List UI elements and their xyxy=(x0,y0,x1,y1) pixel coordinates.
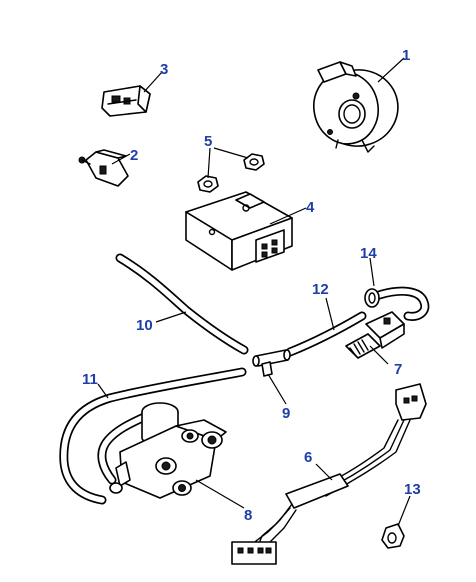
callout-6: 6 xyxy=(304,449,312,466)
part-8-valve-assembly xyxy=(109,402,227,499)
callout-10: 10 xyxy=(136,317,153,334)
part-5-nuts xyxy=(197,153,265,193)
part-2-bracket-connector xyxy=(78,149,129,187)
callout-3: 3 xyxy=(160,61,168,78)
part-3-connector-block xyxy=(101,85,151,117)
callout-14: 14 xyxy=(360,245,377,262)
callout-labels: 1 2 3 4 5 6 7 8 9 10 11 12 13 14 xyxy=(82,47,421,524)
part-4-control-unit xyxy=(185,191,293,271)
callout-11: 11 xyxy=(82,371,98,388)
callout-13: 13 xyxy=(404,481,421,498)
callout-12: 12 xyxy=(312,281,329,298)
callout-7: 7 xyxy=(394,361,402,378)
callout-2: 2 xyxy=(130,147,138,164)
part-10-hose xyxy=(115,253,249,355)
part-12-hose xyxy=(285,311,367,357)
part-14-pipe-grommet xyxy=(364,286,430,321)
part-9-t-connector xyxy=(252,349,291,377)
part-1-rotary-sensor xyxy=(313,61,399,153)
callout-9: 9 xyxy=(282,405,290,422)
part-13-clip xyxy=(381,523,405,549)
part-6-wiring-harness xyxy=(231,383,427,565)
part-7-pressure-switch xyxy=(345,311,405,359)
leader-lines xyxy=(97,57,411,527)
callout-4: 4 xyxy=(306,199,315,216)
callout-1: 1 xyxy=(402,47,410,64)
callout-8: 8 xyxy=(244,507,252,524)
part-11-hose xyxy=(59,367,247,505)
callout-5: 5 xyxy=(204,133,212,150)
